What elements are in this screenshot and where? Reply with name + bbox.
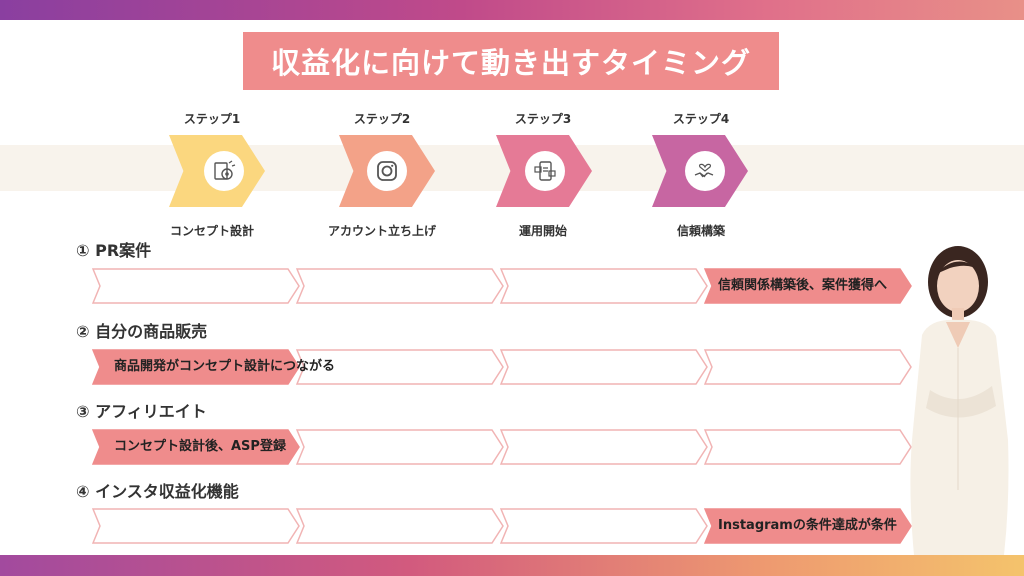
step-label: ステップ4 (672, 112, 730, 126)
timeline-row-affiliate: コンセプト設計後、ASP登録 (92, 429, 912, 465)
timeline-arrow-highlight (92, 349, 300, 385)
step-name: アカウント立ち上げ (327, 224, 436, 238)
timeline-arrow (500, 508, 708, 544)
step-label: ステップ3 (514, 112, 572, 126)
timeline-arrow (296, 268, 504, 304)
page-title: 収益化に向けて動き出すタイミング (270, 46, 751, 80)
step-name: 信頼構築 (676, 224, 725, 238)
timeline-arrow (704, 429, 912, 465)
timeline-arrow-highlight: 信頼関係構築後、案件獲得へ (704, 268, 912, 304)
timeline-arrow (500, 268, 708, 304)
step-2: ステップ2 アカウント立ち上げ (317, 110, 447, 245)
timeline-arrow (296, 429, 504, 465)
step-name: 運用開始 (518, 224, 567, 238)
highlight-text: 信頼関係構築後、案件獲得へ (718, 278, 888, 293)
title-banner: 収益化に向けて動き出すタイミング (243, 32, 779, 90)
timeline-arrow (500, 349, 708, 385)
step-4: ステップ4 信頼構築 (636, 110, 766, 245)
timeline-arrow-highlight: Instagramの条件達成が条件 (704, 508, 912, 544)
timeline-arrow (500, 429, 708, 465)
handshake-heart-icon (685, 151, 725, 191)
highlight-text: 商品開発がコンセプト設計につながる (114, 359, 336, 374)
highlight-text: Instagramの条件達成が条件 (718, 518, 897, 533)
timeline-arrow (296, 349, 504, 385)
timeline-row-insta-monetization: Instagramの条件達成が条件 (92, 508, 912, 544)
section-title-own-product: ② 自分の商品販売 (76, 322, 208, 341)
timeline-row-pr: 信頼関係構築後、案件獲得へ (92, 268, 912, 304)
top-gradient-bar (0, 0, 1024, 20)
instagram-icon (367, 151, 407, 191)
step-label: ステップ2 (353, 112, 411, 126)
concept-design-icon (204, 151, 244, 191)
timeline-arrow (92, 268, 300, 304)
timeline-arrow (92, 508, 300, 544)
step-3: ステップ3 運用開始 (478, 110, 608, 245)
section-title-pr: ① PR案件 (76, 241, 152, 260)
timeline-arrow (704, 349, 912, 385)
presenter-photo (910, 246, 1009, 555)
step-1: ステップ1 コンセプト設計 (147, 110, 277, 245)
bottom-gradient-bar (0, 555, 1024, 576)
step-name: コンセプト設計 (169, 224, 254, 238)
timeline-arrow-highlight: コンセプト設計後、ASP登録 (92, 429, 300, 465)
highlight-text: コンセプト設計後、ASP登録 (114, 439, 286, 454)
timeline-arrow (296, 508, 504, 544)
smartphone-operation-icon (525, 151, 565, 191)
section-title-affiliate: ③ アフィリエイト (76, 402, 207, 421)
section-title-insta-monetization: ④ インスタ収益化機能 (76, 482, 239, 501)
step-label: ステップ1 (183, 112, 241, 126)
timeline-row-own-product: 商品開発がコンセプト設計につながる (92, 349, 912, 385)
